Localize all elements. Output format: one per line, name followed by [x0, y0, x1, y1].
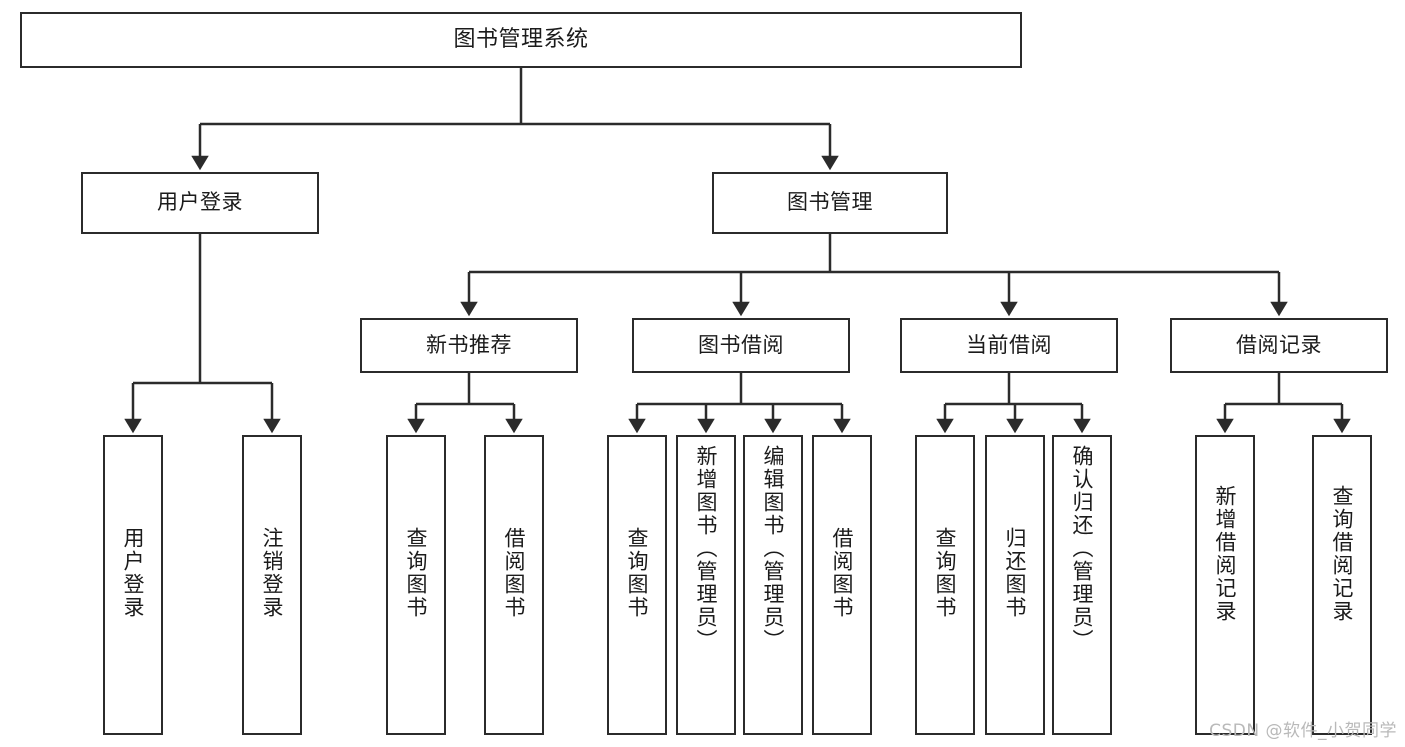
node-leaf-query-book-cur[interactable]: 查询图书: [915, 435, 975, 735]
node-leaf-query-record-label: 查询借阅记录: [1330, 485, 1355, 623]
node-leaf-confirm-return-label: 确认归还（管理员）: [1070, 445, 1095, 652]
node-user-login-label: 用户登录: [157, 190, 243, 215]
node-leaf-borrow-book-rec[interactable]: 借阅图书: [484, 435, 544, 735]
node-leaf-query-book-rec-label: 查询图书: [404, 527, 429, 619]
node-book-borrow-label: 图书借阅: [698, 332, 784, 357]
node-leaf-return-book[interactable]: 归还图书: [985, 435, 1045, 735]
watermark: CSDN @软件_小贺同学: [1209, 721, 1397, 741]
node-leaf-borrow-book-rec-label: 借阅图书: [502, 527, 527, 619]
node-leaf-query-record[interactable]: 查询借阅记录: [1312, 435, 1372, 735]
node-current-borrow[interactable]: 当前借阅: [900, 318, 1118, 373]
node-leaf-query-book-cur-label: 查询图书: [933, 527, 958, 619]
node-borrow-record-label: 借阅记录: [1236, 332, 1322, 357]
node-borrow-record[interactable]: 借阅记录: [1170, 318, 1388, 373]
node-leaf-query-book-rec[interactable]: 查询图书: [386, 435, 446, 735]
node-leaf-add-book-label: 新增图书（管理员）: [694, 445, 719, 652]
node-leaf-confirm-return[interactable]: 确认归还（管理员）: [1052, 435, 1112, 735]
node-root-label: 图书管理系统: [453, 26, 589, 52]
node-root[interactable]: 图书管理系统: [20, 12, 1022, 68]
node-leaf-borrow-book-label: 借阅图书: [830, 527, 855, 619]
node-leaf-add-book[interactable]: 新增图书（管理员）: [676, 435, 736, 735]
node-leaf-user-login-label: 用户登录: [121, 527, 146, 619]
node-leaf-edit-book-label: 编辑图书（管理员）: [761, 445, 786, 652]
node-leaf-user-login[interactable]: 用户登录: [103, 435, 163, 735]
node-book-manage[interactable]: 图书管理: [712, 172, 948, 234]
node-new-book-rec[interactable]: 新书推荐: [360, 318, 578, 373]
node-leaf-borrow-book[interactable]: 借阅图书: [812, 435, 872, 735]
node-leaf-query-book-borrow[interactable]: 查询图书: [607, 435, 667, 735]
node-leaf-edit-book[interactable]: 编辑图书（管理员）: [743, 435, 803, 735]
node-current-borrow-label: 当前借阅: [966, 332, 1052, 357]
node-leaf-return-book-label: 归还图书: [1003, 527, 1028, 619]
node-leaf-logout[interactable]: 注销登录: [242, 435, 302, 735]
node-leaf-add-record[interactable]: 新增借阅记录: [1195, 435, 1255, 735]
node-book-manage-label: 图书管理: [787, 190, 873, 215]
node-book-borrow[interactable]: 图书借阅: [632, 318, 850, 373]
node-leaf-query-book-borrow-label: 查询图书: [625, 527, 650, 619]
node-leaf-logout-label: 注销登录: [260, 527, 285, 619]
node-leaf-add-record-label: 新增借阅记录: [1213, 485, 1238, 623]
node-new-book-rec-label: 新书推荐: [426, 332, 512, 357]
node-user-login[interactable]: 用户登录: [81, 172, 319, 234]
